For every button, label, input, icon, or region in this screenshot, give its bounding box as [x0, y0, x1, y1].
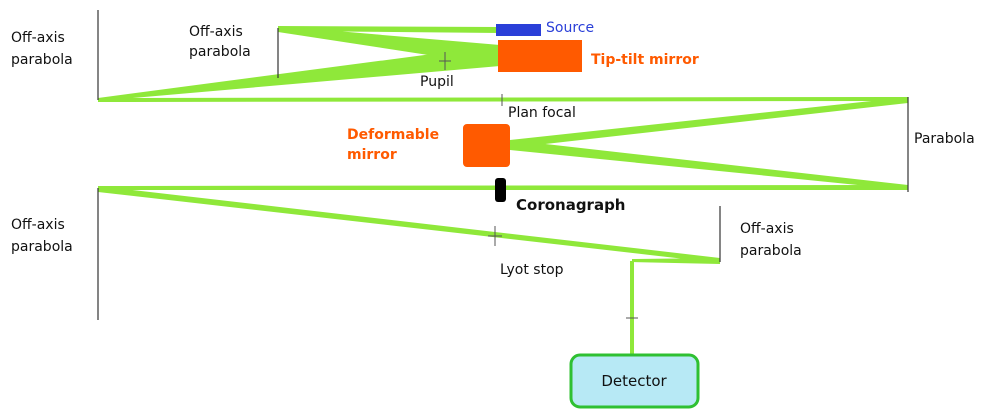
deformable-mirror-block	[463, 124, 510, 167]
plan-focal-label: Plan focal	[508, 105, 576, 121]
oap-inner-top-label: Off-axis parabola	[189, 24, 251, 60]
tip-tilt-mirror-block	[498, 40, 582, 72]
mirror-lines	[97, 10, 909, 320]
oap-left-bottom-line1: Off-axis	[11, 217, 65, 233]
source-block	[496, 24, 541, 36]
detector-label: Detector	[601, 372, 667, 390]
parabola-label: Parabola	[914, 131, 975, 147]
beam-deformable-to-parabola	[510, 140, 908, 190]
oap-left-top-label: Off-axis parabola	[11, 30, 73, 68]
tick-marks	[439, 52, 638, 319]
beam-oap-right-to-fold	[632, 258, 720, 264]
beam-oap-left-bottom-to-oap-right	[98, 186, 720, 263]
beam-oap-left-to-parabola	[98, 97, 908, 102]
coronagraph-block	[495, 178, 506, 202]
source-label: Source	[546, 20, 594, 36]
beam-tiptilt-to-oap-left	[98, 45, 500, 101]
lyot-stop-label: Lyot stop	[500, 262, 564, 278]
beam-parabola-to-deformable	[510, 97, 908, 148]
deformable-line1: Deformable	[347, 127, 439, 143]
pupil-label: Pupil	[420, 74, 454, 90]
oap-left-bottom-line2: parabola	[11, 239, 73, 255]
detector-box	[569, 353, 700, 409]
coronagraph-label: Coronagraph	[516, 196, 626, 214]
beam-to-detector	[630, 261, 634, 361]
oap-inner-top-line2: parabola	[189, 44, 251, 60]
oap-right-bottom-line2: parabola	[740, 243, 802, 259]
deformable-line2: mirror	[347, 147, 397, 163]
oap-left-top-line1: Off-axis	[11, 30, 65, 46]
oap-inner-top-line1: Off-axis	[189, 24, 243, 40]
oap-left-top-line2: parabola	[11, 52, 73, 68]
tip-tilt-label: Tip-tilt mirror	[591, 52, 699, 68]
oap-right-bottom-line1: Off-axis	[740, 221, 794, 237]
oap-right-bottom-label: Off-axis parabola	[740, 221, 802, 259]
deformable-mirror-label: Deformable mirror	[347, 127, 444, 163]
oap-left-bottom-label: Off-axis parabola	[11, 217, 73, 255]
